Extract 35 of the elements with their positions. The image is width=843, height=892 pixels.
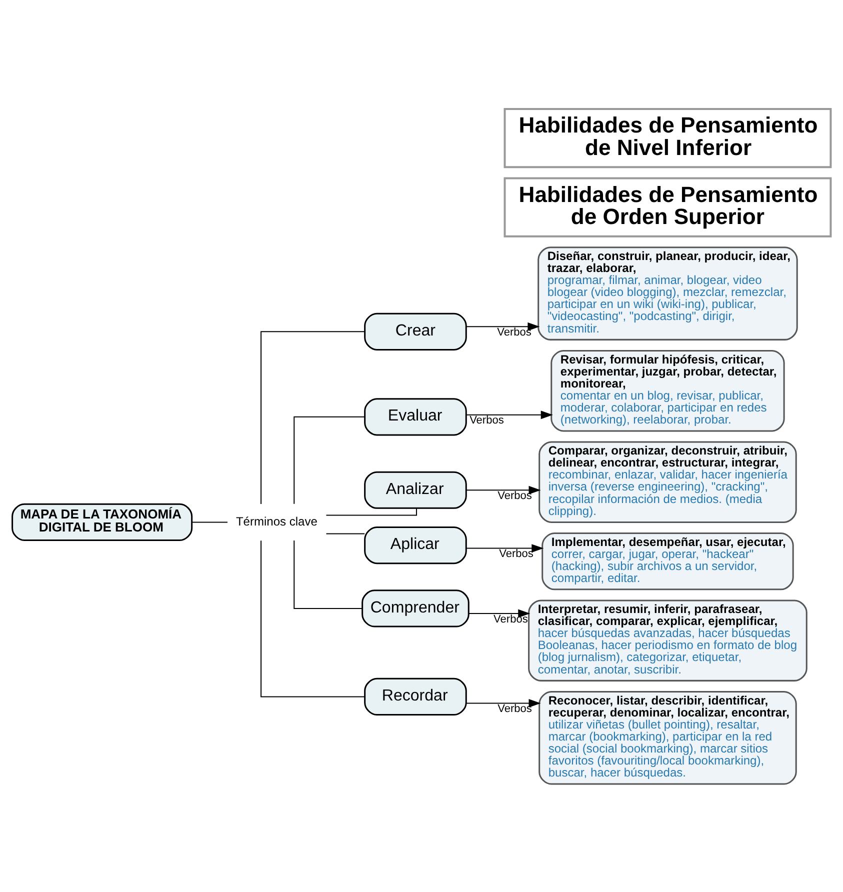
edge-label: Verbos [494,612,528,625]
edge-label: Verbos [497,326,532,338]
connector [326,532,365,534]
connector [192,521,228,522]
arrow [466,698,541,707]
node-box: Diseñar, construir, planear, producir, idear, trazar, elaborar, programar, filmar, animar, blogear, video blogear (video blogging), mezclar, remezclar, participar en un wiki (wiki-ing), publicar, "videocasting", "podcasting", dirigir, transmitir. [538,246,798,340]
node-box: Comparar, organizar, deconstruir, atribuir, delinear, encontrar, estructurar, integrar, recombinar, enlazar, validar, hacer ingeniería inversa (reverse engineering), "cracking", recopilar información de medios. (media clipping). [538,440,797,522]
edge-label: Verbos [498,702,532,715]
node-box: Aplicar [364,526,467,564]
connector [260,540,364,697]
node-box: Evaluar [364,398,467,436]
connector [260,330,364,504]
node-box: Crear [364,312,467,350]
arrow [466,544,544,552]
arrow [466,485,541,494]
connector [294,540,362,608]
arrow [466,410,553,419]
arrow [468,608,530,618]
connector [294,416,365,504]
node-box: Habilidades de Pensamiento de Orden Superior [504,176,832,237]
node-box: Implementar, desempeñar, usar, ejecutar, correr, cargar, jugar, operar, "hackear" (hacking), subir archivos a un servidor, compartir, editar. [542,532,794,590]
arrow [466,322,540,330]
node-box: Revisar, formular hipófesis, criticar, experimentar, juzgar, probar, detectar, monitorear, comentar en un blog, revisar, publicar, moderar, colaborar, participar en redes (networking), reelaborar, probar. [550,349,785,432]
node-text: Términos clave [236,514,318,528]
node-box: Analizar [364,470,467,508]
edge-label: Verbos [499,548,534,560]
node-box: MAPA DE LA TAXONOMÍA DIGITAL DE BLOOM [12,502,193,541]
node-box: Comprender [362,589,470,627]
connector [326,508,417,516]
edge-label: Verbos [470,414,504,426]
node-box: Reconocer, listar, describir, identificar, recuperar, denominar, localizar, encontrar, utilizar viñetas (bullet pointing), resaltar, marcar (bookmarking), participar en la red social (social bookmarking), marcar sitios favoritos (favouriting/local bookmarking), buscar, hacer búsquedas. [538,690,797,784]
node-box: Interpretar, resumir, inferir, parafrasear, clasificar, comparar, explicar, ejemplificar, hacer búsquedas avanzadas, hacer búsquedas Booleanas, hacer periodismo en formato de blog (blog jurnalism), categorizar, etiquetar, comentar, anotar, suscribir. [528,599,808,681]
node-box: Habilidades de Pensamiento de Nivel Inferior [504,108,832,168]
node-box: Recordar [364,677,467,716]
edge-label: Verbos [498,489,532,502]
